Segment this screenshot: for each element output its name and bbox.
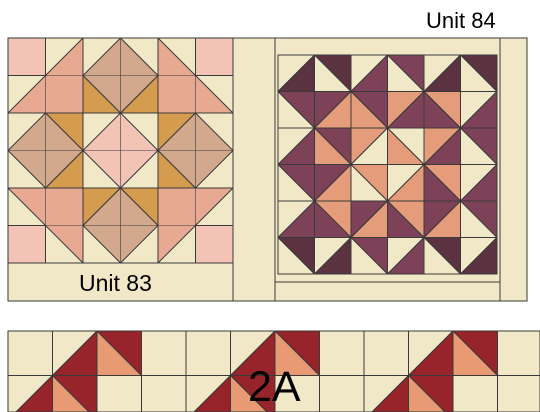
corner-square [196, 38, 234, 76]
unit-84-side-sashing [500, 38, 527, 301]
sashing-strip [233, 38, 275, 301]
unit-84-block [275, 38, 527, 301]
border-square [498, 331, 540, 376]
border-square [364, 331, 409, 376]
corner-square [8, 226, 46, 264]
border-square [142, 331, 187, 376]
border-square [8, 331, 53, 376]
border-square [97, 376, 142, 412]
border-2a-label: 2A [248, 366, 301, 409]
border-square [453, 376, 498, 412]
border-square [320, 331, 365, 376]
corner-square [196, 226, 234, 264]
border-square [498, 376, 540, 412]
unit-84-bottom-band [275, 282, 500, 301]
unit-84-label: Unit 84 [426, 10, 496, 32]
corner-square [8, 38, 46, 76]
border-square [320, 376, 365, 412]
border-square [142, 376, 187, 412]
unit-83-label: Unit 83 [79, 272, 152, 295]
border-square [186, 331, 231, 376]
unit-83-block [8, 38, 275, 301]
